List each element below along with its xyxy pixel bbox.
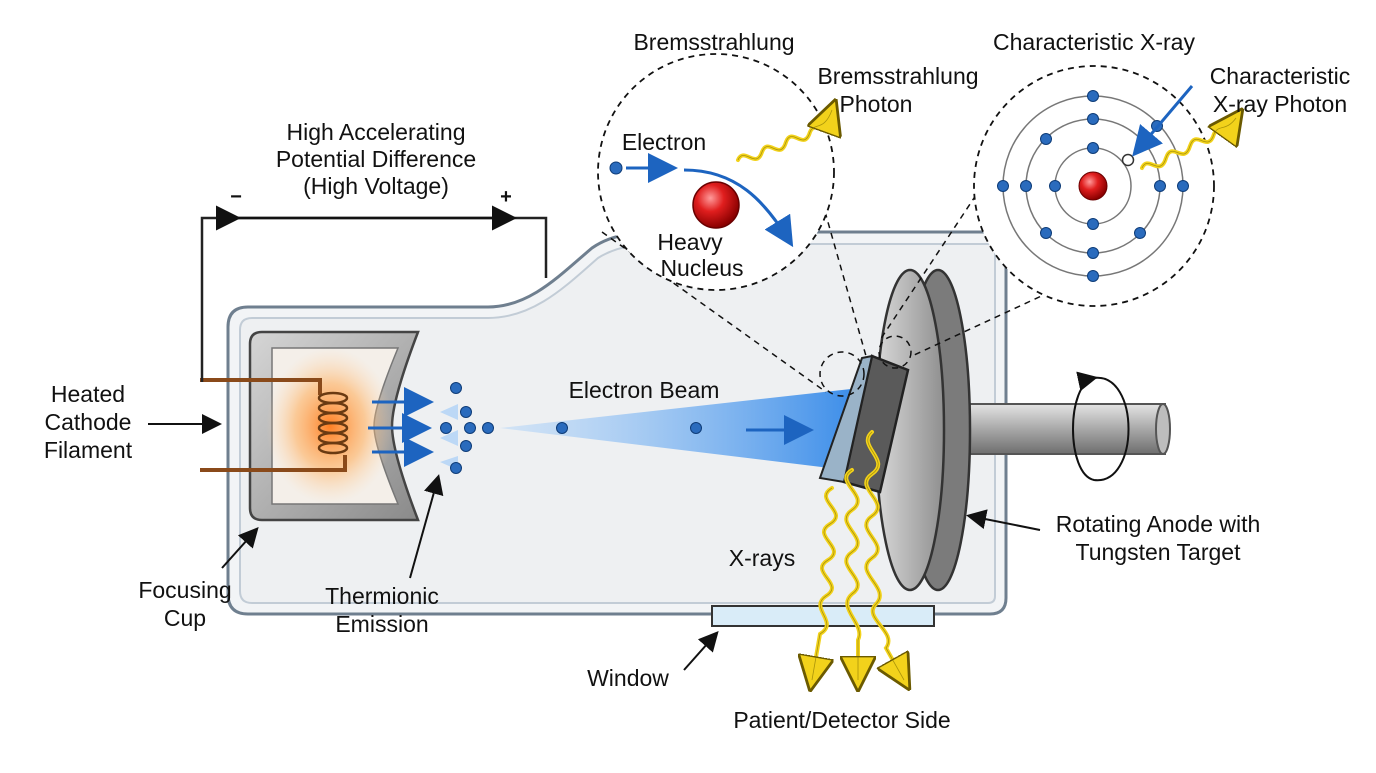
voltage-label-line2: Potential Difference — [276, 146, 476, 172]
bremsstrahlung-title: Bremsstrahlung — [633, 29, 794, 55]
filament-lead-top — [200, 378, 322, 395]
focusing-cup-label-line1: Focusing — [138, 577, 231, 603]
voltage-label-line1: High Accelerating — [287, 119, 466, 145]
inset-electron-label: Electron — [622, 129, 706, 155]
nucleus-label-line1: Heavy — [657, 229, 723, 255]
thermionic-label-line2: Emission — [335, 611, 428, 637]
focusing-cup-label-line2: Cup — [164, 605, 206, 631]
window-pointer — [683, 631, 719, 671]
cathode-label-line2: Cathode — [45, 409, 132, 435]
voltage-plus-sign: + — [500, 186, 512, 208]
beam-electron-2 — [690, 422, 702, 434]
filament-lead-bottom — [200, 455, 347, 472]
anode-label-line1: Rotating Anode with — [1056, 511, 1261, 537]
bremsstrahlung-photon-label-line2: Photon — [840, 91, 913, 117]
filament-coil — [317, 391, 349, 455]
characteristic-photon-label-line2: X-ray Photon — [1213, 91, 1347, 117]
bremsstrahlung-photon-outline — [737, 109, 833, 161]
electron-beam — [500, 388, 860, 470]
patient-side-label: Patient/Detector Side — [733, 707, 950, 733]
transition-arrow — [1132, 85, 1194, 157]
anode-shaft — [954, 403, 1166, 455]
anode-shaft-end — [1155, 403, 1171, 455]
electron-beam-label: Electron Beam — [569, 377, 720, 403]
characteristic-title: Characteristic X-ray — [993, 29, 1195, 55]
focusing-cup-pointer — [221, 527, 259, 569]
electron-vacancy — [1121, 153, 1135, 167]
shaft-rotation-arrow — [1072, 371, 1130, 482]
anode-pointer — [966, 509, 1041, 531]
anode-label-line2: Tungsten Target — [1076, 539, 1242, 565]
beam-electron-1 — [556, 422, 568, 434]
emission-arrows — [368, 387, 434, 467]
characteristic-photon-outline — [1141, 117, 1237, 169]
xray-wave-outlines — [811, 431, 905, 681]
cathode-label-line3: Filament — [44, 437, 133, 463]
bremsstrahlung-photon-label-line1: Bremsstrahlung — [817, 63, 978, 89]
voltage-minus-sign: − — [230, 186, 242, 208]
thermionic-label-line1: Thermionic — [325, 583, 439, 609]
voltage-label-line3: (High Voltage) — [303, 173, 449, 199]
atom-nucleus — [1078, 171, 1108, 201]
window-label: Window — [587, 665, 669, 691]
inset-electron — [609, 161, 623, 175]
deflected-electron-path — [683, 168, 794, 248]
filament-glow — [266, 348, 394, 504]
emitted-electrons — [440, 382, 494, 474]
nucleus-label-line2: Nucleus — [660, 255, 743, 281]
heavy-nucleus — [692, 181, 740, 229]
thermionic-pointer — [409, 474, 444, 579]
xrays-label: X-rays — [729, 545, 795, 571]
cathode-label-line1: Heated — [51, 381, 125, 407]
characteristic-photon-label-line1: Characteristic — [1210, 63, 1351, 89]
